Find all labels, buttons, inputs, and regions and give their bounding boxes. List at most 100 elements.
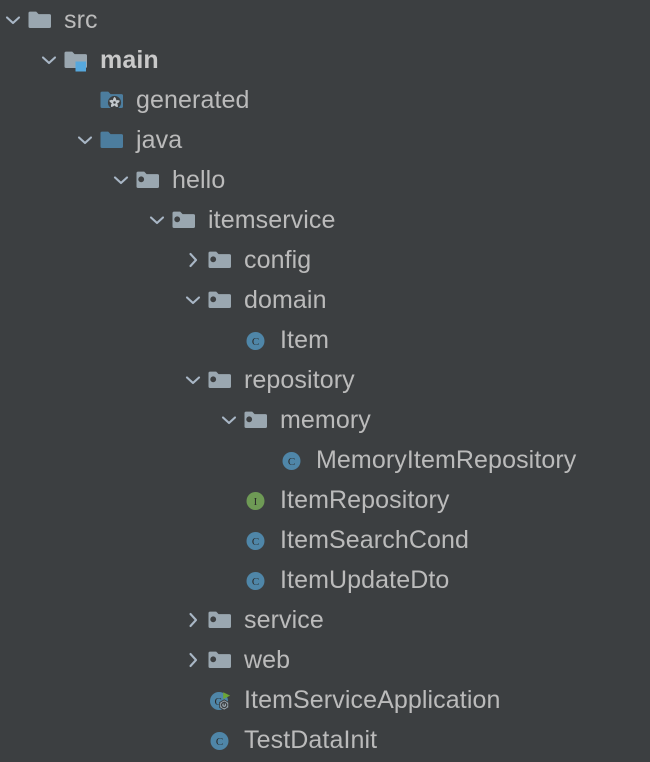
tree-toggle-expanded[interactable] [36, 40, 62, 80]
tree-node-label: generated [136, 86, 250, 114]
tree-node-domain[interactable]: domain [0, 280, 650, 320]
tree-node-hello[interactable]: hello [0, 160, 650, 200]
tree-node-label: memory [280, 406, 371, 434]
source-root-folder-icon [100, 131, 123, 148]
tree-node-src[interactable]: src [0, 0, 650, 40]
tree-toggle-collapsed[interactable] [180, 640, 206, 680]
package-icon [206, 240, 236, 280]
folder-icon [28, 11, 51, 28]
chevron-right-icon[interactable] [183, 612, 203, 628]
chevron-right-icon[interactable] [183, 652, 203, 668]
package-icon [242, 400, 272, 440]
spring-boot-application-icon: C [206, 680, 236, 720]
tree-toggle-expanded[interactable] [216, 400, 242, 440]
package-icon [208, 251, 231, 268]
tree-node-java[interactable]: java [0, 120, 650, 160]
class-icon: C [246, 532, 265, 550]
tree-toggle-expanded[interactable] [108, 160, 134, 200]
tree-node-main[interactable]: main [0, 40, 650, 80]
tree-toggle-expanded[interactable] [180, 280, 206, 320]
tree-node-label: ItemSearchCond [280, 526, 469, 554]
tree-node-label: ItemServiceApplication [244, 686, 501, 714]
chevron-down-icon[interactable] [39, 52, 59, 68]
tree-node-itemservice[interactable]: itemservice [0, 200, 650, 240]
tree-node-ItemUpdateDto[interactable]: C ItemUpdateDto [0, 560, 650, 600]
class-icon: C [246, 572, 265, 590]
tree-node-Item[interactable]: C Item [0, 320, 650, 360]
tree-node-label: web [244, 646, 291, 674]
chevron-down-icon[interactable] [75, 132, 95, 148]
chevron-down-icon[interactable] [3, 12, 23, 28]
package-icon [208, 611, 231, 628]
package-icon [208, 651, 231, 668]
tree-toggle-expanded[interactable] [72, 120, 98, 160]
class-icon: C [242, 560, 272, 600]
tree-toggle-expanded[interactable] [0, 0, 26, 40]
tree-toggle-collapsed[interactable] [180, 240, 206, 280]
package-icon [170, 200, 200, 240]
chevron-down-icon[interactable] [183, 372, 203, 388]
class-icon: C [242, 320, 272, 360]
tree-toggle-placeholder [216, 480, 242, 520]
chevron-down-icon[interactable] [183, 292, 203, 308]
tree-node-label: Item [280, 326, 330, 354]
tree-node-generated[interactable]: generated [0, 80, 650, 120]
tree-node-memory[interactable]: memory [0, 400, 650, 440]
chevron-down-icon[interactable] [111, 172, 131, 188]
module-source-folder-icon [62, 40, 92, 80]
tree-toggle-expanded[interactable] [144, 200, 170, 240]
package-icon [134, 160, 164, 200]
tree-node-TestDataInit[interactable]: C TestDataInit [0, 720, 650, 760]
chevron-down-icon[interactable] [147, 212, 167, 228]
tree-toggle-placeholder [216, 560, 242, 600]
chevron-right-icon[interactable] [183, 252, 203, 268]
tree-toggle-expanded[interactable] [180, 360, 206, 400]
tree-node-service[interactable]: service [0, 600, 650, 640]
tree-node-label: service [244, 606, 324, 634]
tree-node-label: src [64, 6, 98, 34]
tree-node-repository[interactable]: repository [0, 360, 650, 400]
tree-node-label: ItemRepository [280, 486, 450, 514]
tree-node-label: hello [172, 166, 226, 194]
folder-icon [26, 0, 56, 40]
package-icon [208, 291, 231, 308]
tree-node-label: TestDataInit [244, 726, 378, 754]
spring-boot-application-icon: C [210, 692, 231, 711]
chevron-down-icon[interactable] [219, 412, 239, 428]
tree-toggle-collapsed[interactable] [180, 600, 206, 640]
tree-toggle-placeholder [180, 680, 206, 720]
generated-folder-icon [100, 91, 123, 110]
tree-node-ItemSearchCond[interactable]: C ItemSearchCond [0, 520, 650, 560]
tree-node-label: config [244, 246, 312, 274]
package-icon [206, 280, 236, 320]
spring-boot-badge-icon [219, 699, 230, 711]
tree-node-web[interactable]: web [0, 640, 650, 680]
tree-node-label: repository [244, 366, 355, 394]
tree-node-label: domain [244, 286, 327, 314]
svg-text:C: C [252, 336, 259, 348]
package-icon [244, 411, 267, 428]
class-icon: C [246, 332, 265, 350]
svg-text:C: C [288, 456, 295, 468]
tree-node-label: ItemUpdateDto [280, 566, 450, 594]
tree-node-ItemServiceApplication[interactable]: C ItemServiceApplication [0, 680, 650, 720]
svg-text:C: C [216, 736, 223, 748]
class-icon: C [278, 440, 308, 480]
tree-node-config[interactable]: config [0, 240, 650, 280]
svg-text:C: C [252, 576, 259, 588]
run-arrow-icon [223, 692, 231, 699]
tree-toggle-placeholder [180, 720, 206, 760]
tree-toggle-placeholder [252, 440, 278, 480]
module-source-folder-icon [64, 51, 87, 72]
source-root-folder-icon [98, 120, 128, 160]
svg-text:C: C [215, 696, 222, 708]
tree-toggle-placeholder [72, 80, 98, 120]
package-icon [206, 640, 236, 680]
package-icon [206, 600, 236, 640]
class-icon: C [206, 720, 236, 760]
package-icon [172, 211, 195, 228]
class-icon: C [242, 520, 272, 560]
